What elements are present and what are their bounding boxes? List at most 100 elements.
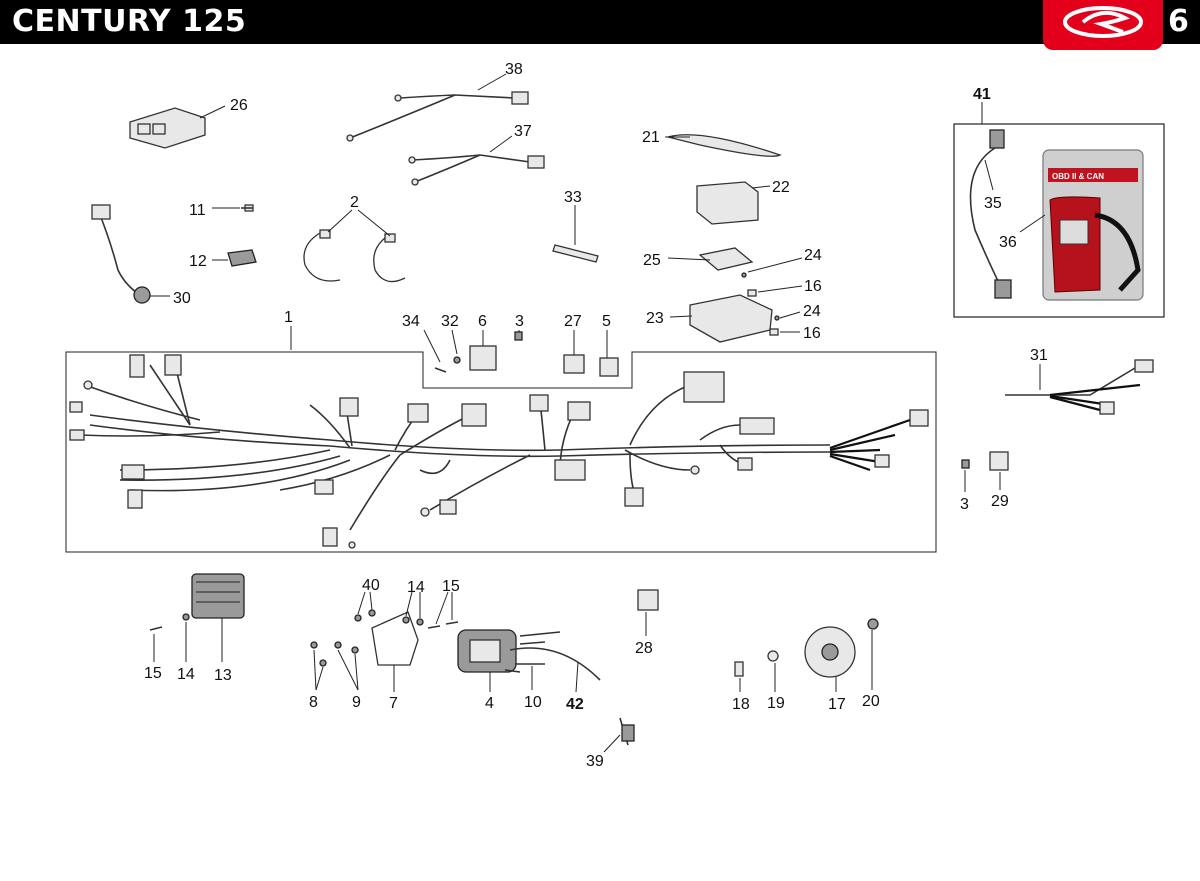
nut-20[interactable] (867, 618, 879, 630)
ecu-unit[interactable] (129, 107, 206, 149)
connector (164, 354, 182, 376)
bolt-10c[interactable] (504, 669, 521, 673)
connector (739, 417, 775, 435)
harness-clamp[interactable] (303, 229, 406, 283)
callout-11: 11 (189, 202, 206, 219)
callout-20: 20 (862, 693, 880, 710)
callout-33: 33 (564, 189, 582, 206)
screw-24b[interactable] (774, 315, 780, 321)
connector (554, 459, 586, 481)
relay-5[interactable] (599, 357, 619, 377)
connector (624, 487, 644, 507)
callout-8: 8 (309, 694, 318, 711)
bar-33[interactable] (552, 244, 599, 263)
wire-lead-31[interactable] (1005, 359, 1154, 415)
pin-34[interactable] (434, 367, 447, 373)
relay-6[interactable] (469, 345, 497, 371)
connector (407, 403, 429, 423)
screw-15a[interactable] (149, 626, 163, 631)
connector (69, 401, 83, 413)
callout-21: 21 (642, 129, 660, 146)
nut-3a[interactable] (514, 331, 523, 341)
brand-logo (1043, 0, 1163, 50)
nut-9a[interactable] (334, 641, 342, 649)
nut-32[interactable] (453, 356, 461, 364)
screw-15c[interactable] (445, 621, 459, 625)
connector (461, 403, 487, 427)
obd-diagnostic-scanner-36[interactable]: OBD II & CAN (1042, 149, 1144, 301)
horn-17[interactable] (804, 626, 856, 678)
callout-31: 31 (1030, 347, 1048, 364)
rubber-pad[interactable] (698, 247, 754, 271)
nut-16a[interactable] (747, 289, 757, 297)
scanner-label: OBD II & CAN (1052, 172, 1104, 181)
drive-belt[interactable] (665, 134, 782, 157)
bolt-18[interactable] (734, 661, 744, 677)
nut-14b[interactable] (402, 616, 410, 624)
callout-34: 34 (402, 313, 420, 330)
callout-26: 26 (230, 97, 248, 114)
callout-23: 23 (646, 310, 664, 327)
fuse-box[interactable] (696, 181, 759, 225)
wire-lead-37[interactable] (408, 154, 545, 186)
nut-40a[interactable] (354, 614, 362, 622)
callout-38: 38 (505, 61, 523, 78)
sensor-30[interactable] (91, 204, 151, 304)
callout-10: 10 (524, 694, 542, 711)
nut-14c[interactable] (416, 618, 424, 626)
connector (737, 457, 753, 471)
page-title: CENTURY 125 (12, 4, 247, 39)
connector (909, 409, 929, 427)
connector (69, 429, 85, 441)
cable-42[interactable] (509, 647, 601, 681)
wire-lead-38[interactable] (346, 91, 529, 142)
callout-15: 15 (442, 578, 460, 595)
bracket-7[interactable] (371, 611, 419, 666)
bolt-11[interactable] (241, 204, 254, 212)
diagnostic-kit-frame (953, 123, 1165, 318)
washer-19[interactable] (767, 650, 779, 662)
sensor-39[interactable] (619, 717, 635, 746)
relay-27[interactable] (563, 354, 585, 374)
callout-3: 3 (960, 496, 969, 513)
connector (314, 479, 334, 495)
connector (129, 354, 145, 378)
nut-14a[interactable] (182, 613, 190, 621)
callout-2: 2 (350, 194, 359, 211)
callout-24: 24 (803, 303, 821, 320)
starter-motor-4[interactable] (457, 629, 517, 673)
callout-41: 41 (973, 86, 991, 103)
nut-8b[interactable] (319, 659, 327, 667)
callout-19: 19 (767, 695, 785, 712)
callout-18: 18 (732, 696, 750, 713)
callout-3: 3 (515, 313, 524, 330)
screw-24a[interactable] (741, 272, 747, 278)
nut-16b[interactable] (769, 328, 779, 336)
relay-28[interactable] (637, 589, 659, 611)
nut-3b[interactable] (961, 459, 970, 469)
callout-30: 30 (173, 290, 191, 307)
callout-17: 17 (828, 696, 846, 713)
callout-29: 29 (991, 493, 1009, 510)
nut-40b[interactable] (368, 609, 376, 617)
bolt-10a[interactable] (519, 631, 561, 637)
clip-12[interactable] (227, 249, 257, 267)
callout-13: 13 (214, 667, 232, 684)
screw-15b[interactable] (427, 625, 441, 629)
nut-9b[interactable] (351, 646, 359, 654)
callout-14: 14 (177, 666, 195, 683)
connector (127, 489, 143, 509)
connector (874, 454, 890, 468)
bolt-10b[interactable] (519, 641, 546, 645)
callout-7: 7 (389, 695, 398, 712)
relay-29[interactable] (989, 451, 1009, 471)
nut-8a[interactable] (310, 641, 318, 649)
callout-6: 6 (478, 313, 487, 330)
callout-16: 16 (803, 325, 821, 342)
page-number: 6 (1168, 4, 1189, 39)
fuse-box-bracket[interactable] (689, 294, 773, 343)
obd-adapter-cable-35[interactable] (969, 129, 1012, 299)
main-wiring-harness[interactable] (69, 354, 929, 549)
regulator-13[interactable] (191, 573, 245, 619)
callout-35: 35 (984, 195, 1002, 212)
